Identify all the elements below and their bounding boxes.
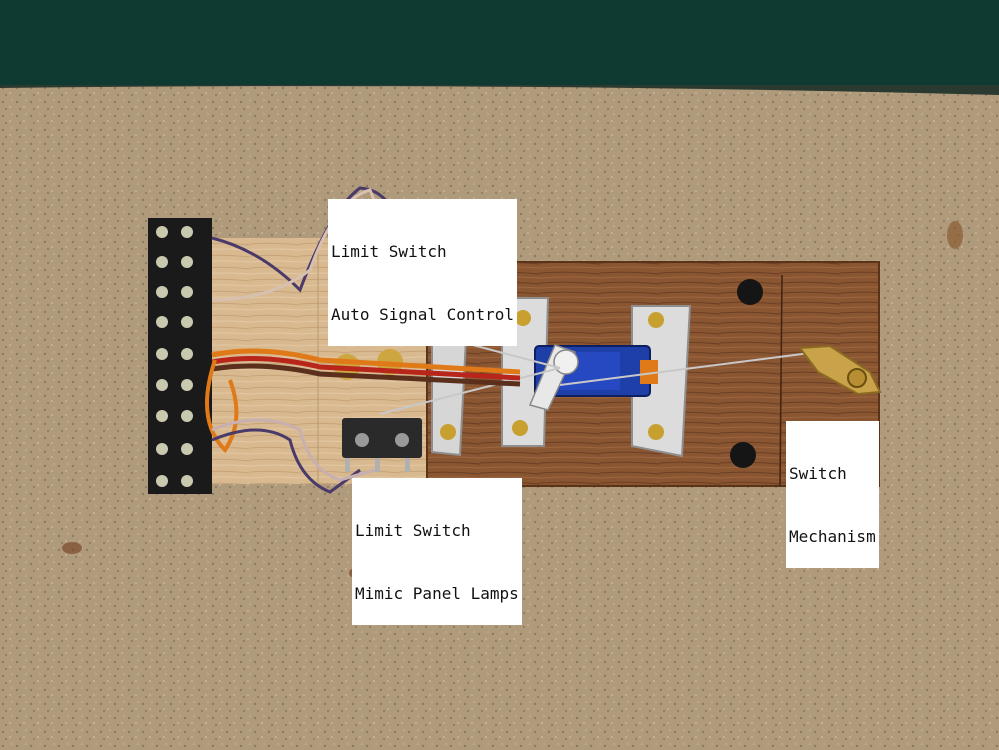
- stain: [62, 542, 82, 554]
- screw: [737, 279, 763, 305]
- callout-limit-switch-auto-signal: Limit Switch Auto Signal Control: [328, 199, 518, 346]
- callout-limit-switch-mimic-lamps: Limit Switch Mimic Panel Lamps: [352, 478, 522, 625]
- callout-switch-mechanism: Switch Mechanism: [786, 421, 879, 568]
- callout-line: Limit Switch: [331, 242, 447, 261]
- control-wire: [379, 367, 561, 415]
- screw: [730, 442, 756, 468]
- aluminium-bracket-right: [631, 305, 692, 458]
- wire-pair: [211, 428, 361, 494]
- servo-cable: [211, 363, 521, 387]
- wire-pair: [211, 188, 404, 302]
- background-mat: [0, 0, 999, 88]
- callout-line: Mimic Panel Lamps: [355, 584, 519, 603]
- control-wire: [559, 351, 819, 386]
- terminal-block-strip: [148, 218, 212, 494]
- callout-line: Mechanism: [789, 527, 876, 546]
- callout-line: Limit Switch: [355, 521, 471, 540]
- stain: [947, 221, 963, 249]
- servo-motor: [528, 344, 658, 411]
- callout-line: Switch: [789, 464, 847, 483]
- servo-cable-loop: [205, 359, 239, 454]
- servo-cable: [211, 355, 521, 381]
- limit-switch-bottom: [342, 418, 422, 472]
- switch-mechanism: [798, 344, 882, 396]
- wire-pair: [211, 418, 376, 482]
- servo-cable: [211, 348, 521, 375]
- callout-line: Auto Signal Control: [331, 305, 515, 324]
